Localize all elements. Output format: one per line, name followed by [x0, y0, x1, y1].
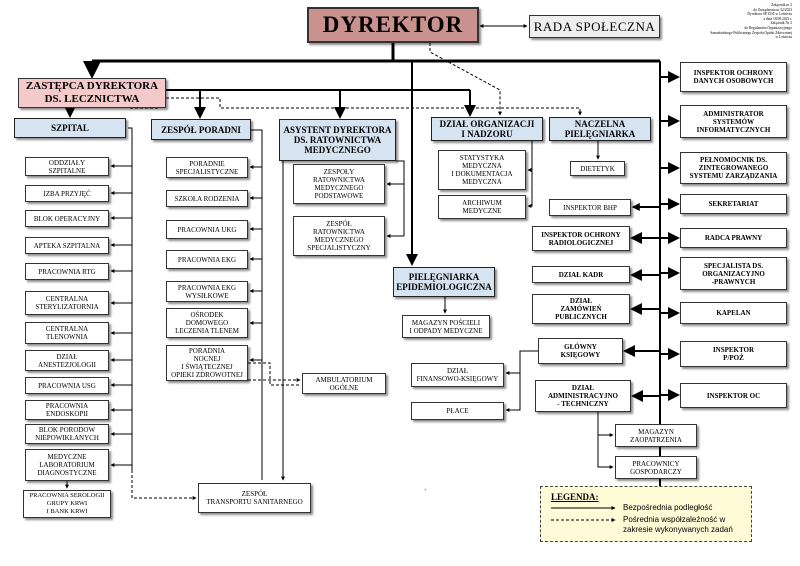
szpital-item: PRACOWNIA ENDOSKOPII [25, 400, 109, 420]
right-column-item: PEŁNOMOCNIK DS. ZINTEGROWANEGO SYSTEMU Z… [680, 152, 787, 184]
poradnie-item: PORADNIE SPECJALISTYCZNE [166, 157, 248, 178]
szpital-item: APTEKA SZPITALNA [25, 237, 109, 254]
connector-line [251, 129, 263, 360]
poradnie-item: SZKOŁA RODZENIA [166, 190, 248, 207]
connector-line [128, 127, 133, 470]
right-column-item: INSPEKTOR OCHRONY DANYCH OSOBOWYCH [680, 62, 787, 92]
right-column-item: INSPEKTOR P/POŻ [680, 341, 787, 367]
szpital-header: SZPITAL [14, 118, 126, 138]
dietetyk-box: DIETETYK [570, 161, 625, 176]
connector-line [505, 350, 538, 412]
ambulatorium-ogolne-box: AMBULATORIUM OGÓLNE [302, 373, 386, 394]
szpital-item: MEDYCZNE LABORATORIUM DIAGNOSTYCZNE [25, 449, 109, 481]
connector-line [527, 141, 533, 208]
asystent-item: ZESPOŁY RATOWNICTWA MEDYCZNEGO PODSTAWOW… [293, 164, 385, 204]
legend-dashed-label: Pośrednia współzależność w zakresie wyko… [623, 515, 733, 534]
poradnie-item: PRACOWNIA UKG [166, 220, 248, 239]
poradnie-item: PRACOWNIA EKG [166, 250, 248, 269]
poradnie-item: OŚRODEK DOMOWEGO LECZENIA TLENEM [166, 308, 248, 338]
szpital-item: BLOK OPERACYJNY [25, 210, 109, 227]
inspektor-bhp-box: INSPEKTOR BHP [549, 199, 631, 216]
szpital-item: CENTRALNA STERYLIZATORNIA [25, 291, 109, 315]
right-column-item: SEKRETARIAT [680, 194, 787, 214]
pielegniarka-epidemiologiczna-header: PIELĘGNIARKA EPIDEMIOLOGICZNA [393, 267, 495, 297]
connector-line [429, 43, 502, 116]
right-column-item: KAPELAN [680, 302, 787, 324]
szpital-item: PRACOWNIA USG [25, 377, 109, 394]
right-column-item: RADCA PRAWNY [680, 228, 787, 248]
szpital-item: DZIAŁ ANESTEZJOLOGII [25, 350, 109, 371]
pracownicy-gospodarczy-box: PRACOWNICY GOSPODARCZY [615, 456, 697, 479]
poradnie-item: PRACOWNIA EKG WYSIŁKOWE [166, 281, 248, 302]
right-column-item: INSPEKTOR OC [680, 383, 787, 408]
rada-spoleczna-box: RADA SPOŁECZNA [529, 15, 660, 38]
asystent-item: ZESPÓŁ RATOWNICTWA MEDYCZNEGO SPECJALIST… [293, 216, 385, 256]
connector-line [597, 412, 614, 469]
szpital-item: ODDZIAŁY SZPITALNE [25, 157, 109, 176]
szpital-item: PRACOWNIA RTG [25, 263, 109, 280]
magazyn-zaopatrzenia-box: MAGAZYN ZAOPATRZENIA [615, 424, 697, 447]
szpital-item: CENTRALNA TLENOWNIA [25, 322, 109, 344]
zespol-poradni-header: ZESPÓŁ PORADNI [151, 119, 251, 140]
dzial-organizacji-header: DZIAŁ ORGANIZACJI I NADZORU [431, 117, 543, 141]
naczelna-pielegniarka-header: NACZELNA PIELĘGNIARKA [549, 117, 651, 141]
asystent-dyrektora-header: ASYSTENT DYREKTORA DS. RATOWNICTWA MEDYC… [279, 119, 396, 161]
organizacji-item: STATYSTYKA MEDYCZNA I DOKUMENTACJA MEDYC… [438, 150, 526, 190]
poradnie-item: PORADNIA NOCNEJ I ŚWIĄTECZNEJ OPIEKI ZDR… [166, 345, 248, 381]
connector-line [248, 362, 300, 386]
zespol-transportu-box: ZESPÓŁ TRANSPORTU SANITARNEGO [198, 483, 311, 513]
magazyn-poscieli-box: MAGAZYN POŚCIELI I ODPADY MEDYCZNE [402, 315, 490, 338]
organizacji-item: ARCHIWUM MEDYCZNE [438, 195, 526, 219]
legend-title: LEGENDA: [551, 492, 599, 502]
zastepca-dyrektora-box: ZASTĘPCA DYREKTORA DS. LECZNICTWA [18, 78, 166, 108]
legend-solid-label: Bezpośrednia podległość [623, 503, 713, 512]
connector-line [166, 97, 582, 116]
szpital-item: IZBA PRZYJĘĆ [25, 185, 109, 202]
connector-line [396, 160, 405, 236]
dzial-finansowo-box: DZIAŁ FINANSOWO-KSIĘGOWY [411, 363, 504, 387]
right-column-item: ADMINISTRATOR SYSTEMÓW INFORMATYCZNYCH [680, 105, 787, 138]
dyrektor-box: DYREKTOR [307, 7, 479, 43]
dzial-administracyjno-box: DZIAŁ ADMINISTRACYJNO - TECHNICZNY [535, 380, 631, 412]
place-box: PŁACE [411, 402, 504, 420]
inspektor-radiologicznej-box: INSPEKTOR OCHRONY RADIOLOGICZNEJ [532, 226, 630, 251]
right-column-item: SPECJALISTA DS. ORGANIZACYJNO -PRAWNYCH [680, 257, 787, 290]
legend: LEGENDA: Bezpośrednia podległość Pośredn… [540, 486, 752, 542]
connector-line [131, 470, 197, 500]
dzial-kadr-box: DZIAŁ KADR [532, 266, 630, 283]
glowny-ksiegowy-box: GŁÓWNY KSIĘGOWY [538, 338, 623, 364]
stray-mark: ` [424, 488, 427, 497]
szpital-item: PRACOWNIA SEROLOGII GRUPY KRWI I BANK KR… [23, 490, 111, 518]
document-annotation: Załącznik nr 2 do Zarządzenia nr 32/2023… [710, 3, 792, 40]
legend-swatches [551, 506, 616, 522]
dzial-zamowien-box: DZIAŁ ZAMÓWIEŃ PUBLICZNYCH [532, 294, 630, 324]
szpital-item: BLOK PORODOW NIEPOWIKŁANYCH [25, 424, 109, 444]
